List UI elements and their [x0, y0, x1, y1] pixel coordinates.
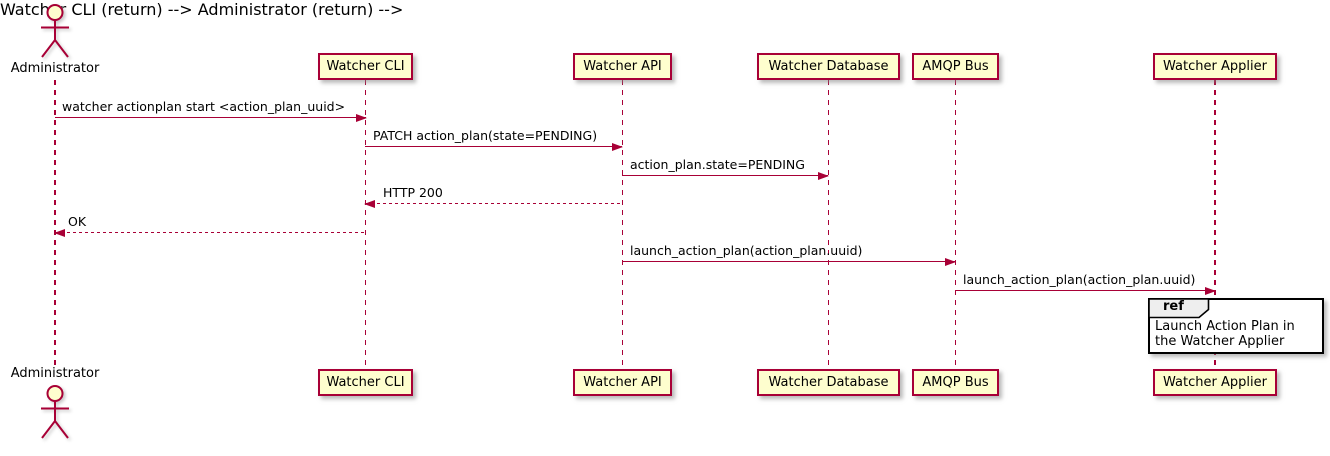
message-http-200: HTTP 200 — [364, 185, 622, 208]
arrowhead-right-icon — [356, 114, 367, 122]
message-label: watcher actionplan start <action_plan_uu… — [62, 99, 346, 114]
message-launch-action-plan-api: launch_action_plan(action_plan.uuid) — [622, 243, 956, 266]
message-label: launch_action_plan(action_plan.uuid) — [963, 272, 1196, 287]
ref-operator-tab: ref — [1148, 298, 1210, 319]
message-label: launch_action_plan(action_plan.uuid) — [630, 243, 863, 258]
actor-icon — [41, 385, 69, 439]
arrowhead-left-icon — [364, 200, 375, 208]
participant-amqp-bus-top: AMQP Bus — [912, 53, 999, 80]
ref-tab-shape-icon — [1148, 298, 1210, 319]
participant-watcher-cli-top: Watcher CLI — [318, 53, 413, 80]
message-line-dashed — [365, 202, 622, 204]
message-patch-action-plan: PATCH action_plan(state=PENDING) — [365, 128, 623, 151]
message-start-actionplan: watcher actionplan start <action_plan_uu… — [55, 99, 367, 122]
message-label: OK — [68, 214, 87, 229]
ref-operator-label: ref — [1163, 299, 1184, 314]
actor-label-administrator-top: Administrator — [10, 61, 100, 76]
lifeline-watcher-database — [827, 80, 830, 370]
ref-label: Launch Action Plan in the Watcher Applie… — [1155, 319, 1295, 349]
participant-watcher-applier-bottom: Watcher Applier — [1153, 369, 1277, 396]
message-line — [365, 145, 622, 147]
participant-watcher-database-bottom: Watcher Database — [757, 369, 900, 396]
message-line — [55, 116, 366, 118]
lifeline-watcher-cli — [364, 80, 367, 370]
actor-label-administrator-bottom: Administrator — [10, 366, 100, 381]
message-label: HTTP 200 — [383, 185, 443, 200]
message-launch-action-plan-bus: launch_action_plan(action_plan.uuid) — [955, 272, 1216, 295]
actor-icon — [41, 4, 69, 58]
participant-amqp-bus-bottom: AMQP Bus — [912, 369, 999, 396]
participant-watcher-api-bottom: Watcher API — [573, 369, 672, 396]
lifeline-administrator — [54, 80, 56, 367]
ref-fragment: ref Launch Action Plan in the Watcher Ap… — [1148, 298, 1324, 354]
message-ok: OK — [54, 214, 366, 237]
arrowhead-right-icon — [612, 143, 623, 151]
lifeline-watcher-applier — [1214, 80, 1216, 370]
arrowhead-right-icon — [818, 172, 829, 180]
arrowhead-right-icon — [1205, 287, 1216, 295]
arrowhead-left-icon — [54, 229, 65, 237]
lifeline-watcher-api — [621, 80, 624, 370]
lifeline-amqp-bus — [954, 80, 957, 370]
participant-watcher-cli-bottom: Watcher CLI — [318, 369, 413, 396]
message-line — [622, 174, 828, 176]
message-line — [955, 289, 1215, 291]
arrowhead-right-icon — [945, 258, 956, 266]
participant-watcher-applier-top: Watcher Applier — [1153, 53, 1277, 80]
participant-watcher-api-top: Watcher API — [573, 53, 672, 80]
participant-watcher-database-top: Watcher Database — [757, 53, 900, 80]
message-state-pending: action_plan.state=PENDING — [622, 157, 829, 180]
message-label: action_plan.state=PENDING — [630, 157, 805, 172]
message-line-dashed — [55, 231, 366, 233]
message-line — [622, 260, 955, 262]
message-label: PATCH action_plan(state=PENDING) — [373, 128, 598, 143]
